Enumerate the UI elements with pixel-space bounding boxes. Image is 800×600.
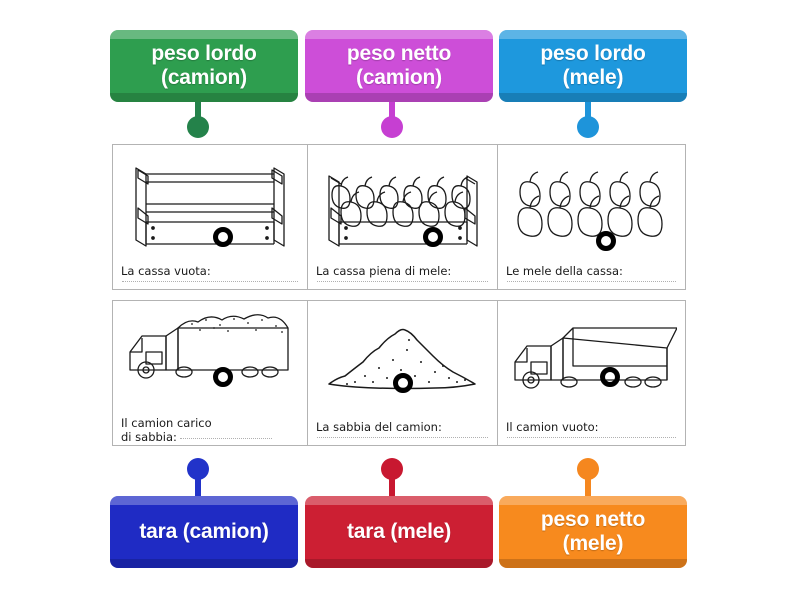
worksheet-cell-camion-carico-di-sabbia: Il camion carico di sabbia:	[113, 301, 308, 445]
label-line-2: (camion)	[356, 66, 442, 89]
label-button-text: tara (mele)	[346, 520, 451, 544]
sand-pile-icon	[308, 301, 497, 420]
label-line-1: peso netto	[346, 42, 452, 66]
connector-knob	[381, 458, 403, 480]
drop-target-ring[interactable]	[213, 227, 233, 247]
label-button-tara-mele[interactable]: tara (mele)	[305, 496, 493, 568]
worksheet-cell-sabbia-del-camion: La sabbia del camion:	[308, 301, 498, 445]
worksheet-image: La cassa vuota:	[112, 144, 686, 446]
connector-peso-lordo-mele	[577, 102, 599, 138]
worksheet-row-1: La cassa vuota:	[112, 144, 686, 290]
label-button-text: tara (camion)	[139, 520, 269, 544]
label-button-peso-netto-camion[interactable]: peso netto (camion)	[305, 30, 493, 102]
drop-target-ring[interactable]	[596, 231, 616, 251]
label-line-1: peso lordo	[151, 42, 257, 66]
cell-caption: Il camion vuoto:	[506, 420, 599, 435]
connector-tara-mele	[381, 458, 403, 496]
label-button-text: peso lordo (camion)	[118, 42, 290, 89]
connector-stem	[389, 474, 395, 496]
connector-stem	[585, 474, 591, 496]
label-button-peso-netto-mele[interactable]: peso netto (mele)	[499, 496, 687, 568]
drop-target-ring[interactable]	[600, 367, 620, 387]
worksheet-cell-mele-della-cassa: Le mele della cassa:	[498, 145, 685, 289]
cell-caption: Le mele della cassa:	[506, 264, 623, 279]
connector-stem	[195, 474, 201, 496]
cell-caption: La cassa vuota:	[121, 264, 211, 279]
label-button-text: peso lordo (mele)	[507, 42, 679, 89]
worksheet-cell-cassa-piena-di-mele: La cassa piena di mele:	[308, 145, 498, 289]
label-line-1: peso lordo	[540, 42, 646, 66]
label-button-text: peso netto (mele)	[507, 508, 679, 555]
answer-rule	[317, 437, 488, 438]
worksheet-cell-cassa-vuota: La cassa vuota:	[113, 145, 308, 289]
answer-rule	[122, 281, 298, 282]
connector-stem	[195, 102, 201, 124]
connector-peso-netto-camion	[381, 102, 403, 138]
cell-caption: La cassa piena di mele:	[316, 264, 452, 279]
connector-peso-netto-mele	[577, 458, 599, 496]
drop-target-ring[interactable]	[393, 373, 413, 393]
connector-knob	[187, 458, 209, 480]
cell-caption: La sabbia del camion:	[316, 420, 442, 435]
label-line-2: (mele)	[562, 532, 624, 555]
label-button-peso-lordo-mele[interactable]: peso lordo (mele)	[499, 30, 687, 102]
empty-truck-icon	[498, 301, 685, 420]
loaded-dump-truck-icon	[113, 301, 307, 401]
label-button-text: peso netto (camion)	[313, 42, 485, 89]
connector-knob	[381, 116, 403, 138]
cell-caption-text: Il camion carico di sabbia:	[121, 415, 212, 445]
connector-stem	[389, 102, 395, 124]
answer-rule-inline	[179, 438, 272, 440]
connector-tara-camion	[187, 458, 209, 496]
connector-knob	[577, 458, 599, 480]
label-button-peso-lordo-camion[interactable]: peso lordo (camion)	[110, 30, 298, 102]
empty-crate-icon	[113, 145, 307, 264]
label-button-tara-camion[interactable]: tara (camion)	[110, 496, 298, 568]
connector-peso-lordo-camion	[187, 102, 209, 138]
apples-pile-icon	[498, 145, 685, 264]
connector-knob	[187, 116, 209, 138]
label-line-1: peso netto	[540, 508, 646, 532]
cell-caption: Il camion carico di sabbia:	[113, 401, 307, 445]
worksheet-row-2: Il camion carico di sabbia:	[112, 300, 686, 446]
label-line-2: (mele)	[562, 66, 624, 89]
drop-target-ring[interactable]	[213, 367, 233, 387]
connector-knob	[577, 116, 599, 138]
worksheet-cell-camion-vuoto: Il camion vuoto:	[498, 301, 685, 445]
answer-rule	[317, 281, 488, 282]
drop-target-ring[interactable]	[423, 227, 443, 247]
label-line-2: (camion)	[161, 66, 247, 89]
answer-rule	[507, 281, 676, 282]
crate-full-of-apples-icon	[308, 145, 497, 264]
answer-rule	[507, 437, 676, 438]
connector-stem	[585, 102, 591, 124]
